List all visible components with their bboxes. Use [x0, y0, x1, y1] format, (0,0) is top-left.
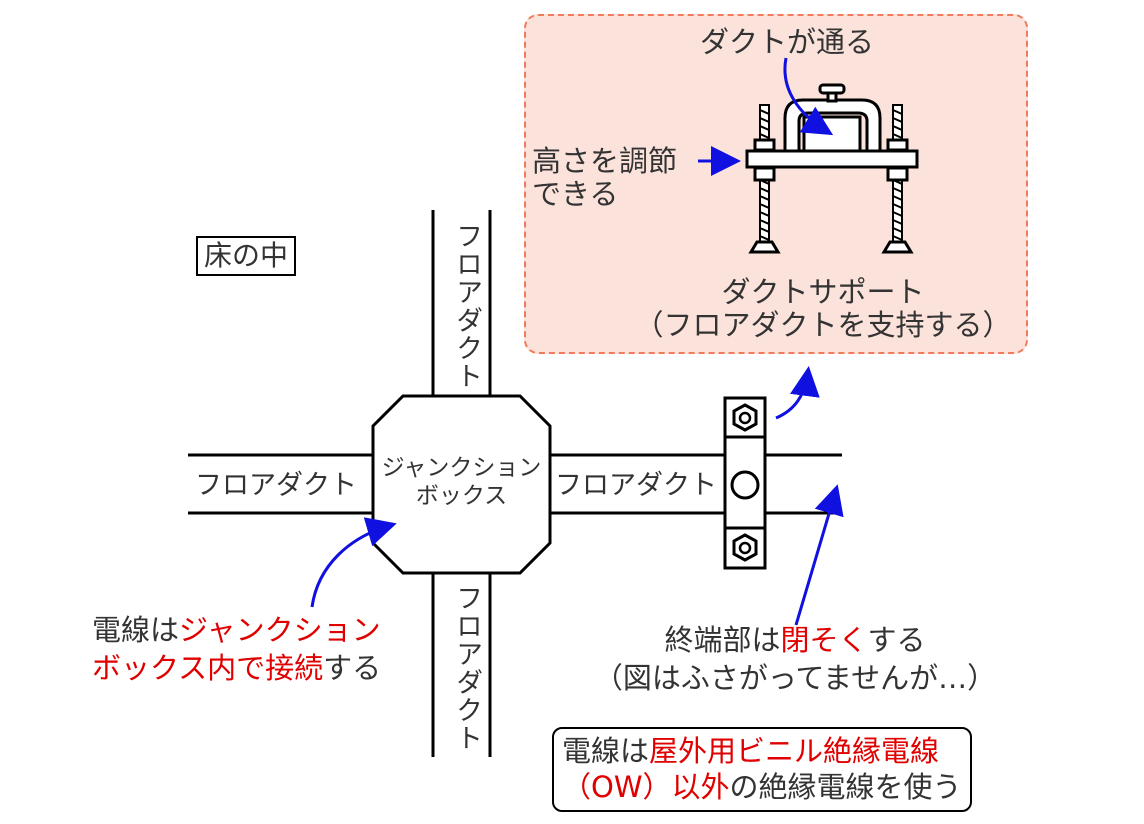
junction-box-label: ジャンクション ボックス: [381, 455, 542, 509]
duct-support-caption: ダクトサポート （フロアダクトを支持する）: [634, 275, 1012, 343]
arrow-to-junction: [310, 517, 397, 608]
duct-right: [550, 453, 842, 515]
duct-end-clamp: [723, 396, 767, 570]
arrow-to-end: [794, 484, 844, 626]
duct-support-icon: [745, 83, 919, 254]
annotation-arrows: [310, 57, 844, 626]
height-adjust-label: 高さを調節 できる: [532, 144, 678, 212]
hex-bolt-icon: [732, 403, 758, 432]
duct-label-bottom: フロアダクト: [451, 584, 482, 752]
wire-connection-note: 電線はジャンクション ボックス内で接続する: [92, 613, 382, 685]
hex-bolt-icon: [732, 533, 758, 562]
end-closure-note: 終端部は閉そくする （図はふさがってませんが…）: [593, 623, 997, 695]
arrow-to-support: [775, 366, 820, 420]
duct-bottom: [431, 572, 492, 757]
duct-passes-label: ダクトが通る: [700, 25, 875, 59]
duct-label-left: フロアダクト: [195, 470, 357, 501]
duct-left: [188, 453, 373, 515]
junction-box: [371, 394, 552, 575]
duct-support-inset: [524, 14, 1028, 354]
wire-rule-note: 電線は屋外用ビニル絶縁電線 （OW）以外の絶縁電線を使う: [552, 727, 972, 812]
floor-label: 床の中: [196, 236, 297, 277]
duct-label-top: フロアダクト: [451, 222, 482, 390]
duct-top: [431, 210, 492, 395]
arrow-duct-passes: [783, 57, 834, 136]
duct-label-right: フロアダクト: [555, 470, 717, 501]
